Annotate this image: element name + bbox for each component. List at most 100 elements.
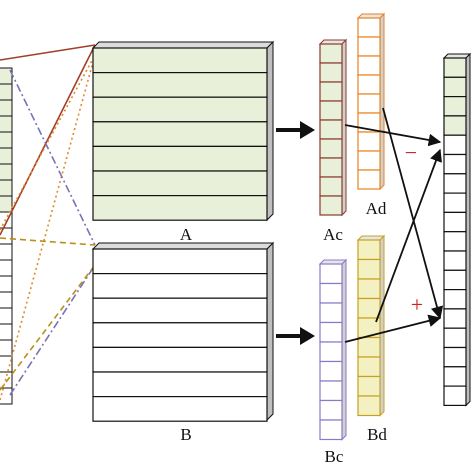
- vector-cell: [319, 138, 343, 159]
- output-column-cell: [443, 385, 467, 407]
- matrix-row: [92, 346, 268, 373]
- matrix-row: [92, 248, 268, 275]
- vector-cell: [319, 157, 343, 178]
- line-gold-lower: [0, 264, 96, 391]
- plus-sign: +: [411, 292, 423, 317]
- vector-side-face: [341, 258, 347, 441]
- input-column: [0, 67, 13, 405]
- output-column-cell: [443, 269, 467, 291]
- matrix-row: [92, 195, 268, 221]
- input-column-cell: [0, 307, 13, 325]
- vector-bd: [356, 234, 386, 417]
- input-column-cell: [0, 291, 13, 309]
- minus-sign: −: [405, 140, 417, 165]
- matrix-a-side-face: [266, 40, 274, 222]
- vector-cell: [357, 278, 381, 300]
- output-column-cell: [443, 115, 467, 136]
- vector-cell: [357, 258, 381, 280]
- line-orange-top: [0, 54, 96, 231]
- arrow-a-to-ac: [276, 121, 315, 139]
- input-column-cell: [0, 259, 13, 277]
- vector-cell: [319, 360, 343, 382]
- output-column-cell: [443, 346, 467, 368]
- output-column-cell: [443, 76, 467, 98]
- matrix-row: [92, 71, 268, 98]
- input-column-cell: [0, 323, 13, 341]
- vector-ad-label: Ad: [366, 199, 387, 218]
- line-brown-mid: [0, 44, 96, 236]
- vector-cell: [357, 36, 381, 57]
- output-column-cell: [443, 95, 467, 117]
- vector-cell: [319, 176, 343, 197]
- vector-cell: [319, 419, 343, 441]
- output-column-cell: [443, 250, 467, 271]
- input-column-cell: [0, 275, 13, 293]
- vector-ac: [318, 38, 348, 217]
- vector-cell: [319, 282, 343, 304]
- matrix-row: [92, 273, 268, 299]
- input-column-cell: [0, 339, 13, 357]
- arrow-bd-to-bottom: [344, 314, 442, 343]
- matrix-row: [92, 297, 268, 324]
- vector-cell: [319, 100, 343, 121]
- matrix-row: [92, 121, 268, 148]
- vector-cell: [357, 356, 381, 378]
- output-column-cell: [443, 366, 467, 387]
- vector-cell: [357, 336, 381, 358]
- matrix-b-label: B: [180, 425, 191, 444]
- matrix-a-label: A: [180, 225, 193, 244]
- output-column-cell: [443, 211, 467, 233]
- matrix-a-top-face: [91, 41, 275, 49]
- vector-cell: [357, 55, 381, 76]
- vector-ad: [356, 12, 386, 191]
- vector-cell: [319, 399, 343, 421]
- matrix-a: [91, 40, 275, 222]
- arrow-bc-to-top: [375, 148, 442, 323]
- vector-cell: [357, 375, 381, 397]
- line-purple-lower: [9, 264, 96, 396]
- input-column-cell: [0, 147, 13, 165]
- vector-cell: [357, 17, 381, 38]
- matrix-b-side-face: [266, 241, 274, 422]
- arrow-ad-to-bottom: [382, 107, 444, 320]
- arrow-b-to-bc: [276, 327, 315, 345]
- matrix-row: [92, 396, 268, 422]
- input-column-cell: [0, 387, 13, 405]
- vector-cell: [319, 302, 343, 324]
- vector-bc-label: Bc: [325, 447, 344, 466]
- vector-bd-label: Bd: [367, 425, 387, 444]
- input-column-cell: [0, 179, 13, 197]
- vector-cell: [319, 81, 343, 102]
- matrix-row: [92, 145, 268, 172]
- connection-lines: [0, 44, 96, 401]
- matrix-b: [91, 241, 275, 422]
- matrix-row: [92, 322, 268, 348]
- vector-cell: [319, 341, 343, 363]
- output-column: [442, 52, 472, 407]
- matrix-row: [92, 371, 268, 398]
- vector-bc: [318, 258, 348, 441]
- output-column-cell: [443, 153, 467, 175]
- matrix-b-top-face: [91, 242, 275, 250]
- matrix-row: [92, 96, 268, 123]
- output-column-cell: [443, 289, 467, 310]
- output-side-face: [465, 52, 471, 407]
- input-column-cell: [0, 355, 13, 373]
- vector-cell: [357, 239, 381, 261]
- combine-arrows: [344, 107, 444, 343]
- line-brown-top: [0, 44, 96, 61]
- vector-cell: [319, 195, 343, 216]
- vector-cell: [319, 62, 343, 83]
- input-column-cell: [0, 131, 13, 149]
- vector-cell: [357, 74, 381, 95]
- vector-cell: [357, 93, 381, 114]
- vector-cell: [357, 169, 381, 190]
- output-column-cell: [443, 192, 467, 214]
- input-column-cell: [0, 243, 13, 261]
- vector-cell: [357, 150, 381, 171]
- vector-cell: [357, 131, 381, 152]
- vector-cell: [319, 321, 343, 343]
- output-column-cell: [443, 327, 467, 349]
- vector-side-face: [379, 12, 385, 191]
